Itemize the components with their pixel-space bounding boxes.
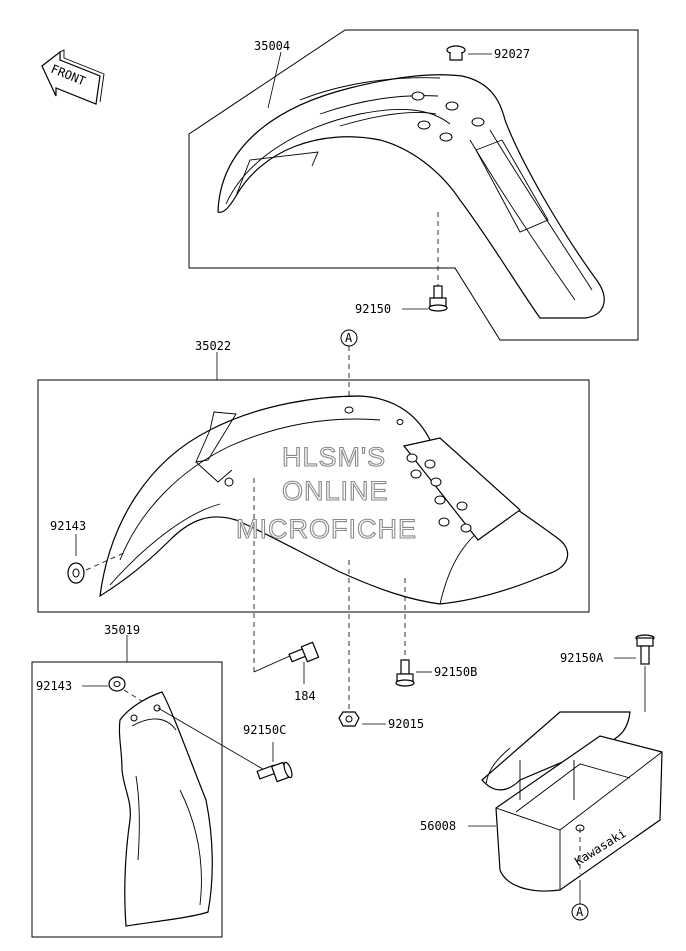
part-label-56008: 56008	[420, 819, 456, 833]
svg-text:HLSM'S: HLSM'S	[282, 442, 386, 472]
front-fender-group: A 35022 92143	[37, 329, 590, 712]
tool-case-part	[495, 735, 663, 892]
part-label-92150: 92150	[355, 302, 391, 316]
part-label-184: 184	[294, 689, 316, 703]
svg-text:A: A	[576, 905, 584, 919]
washer-icon	[108, 676, 126, 692]
bolt-icon	[428, 285, 448, 312]
rear-fender-group: 35004 92027 92150	[188, 29, 639, 341]
side-cover-box	[31, 661, 223, 938]
svg-text:A: A	[345, 331, 353, 345]
ref-marker-a-top: A	[340, 329, 358, 347]
nut-icon	[338, 711, 360, 727]
rear-fender-part	[217, 74, 605, 319]
part-label-92150A: 92150A	[560, 651, 604, 665]
bolt-icon	[395, 659, 415, 687]
front-fender-box	[37, 379, 590, 613]
side-cover-group: 35019 92143 92150C	[31, 623, 293, 938]
washer-icon	[67, 562, 85, 584]
part-label-35004: 35004	[254, 39, 290, 53]
svg-text:MICROFICHE: MICROFICHE	[236, 514, 417, 544]
part-label-92150C: 92150C	[243, 723, 286, 737]
part-label-35019: 35019	[104, 623, 140, 637]
bolt-icon	[256, 761, 293, 783]
tool-case-group: 92150A Kawasaki 56008 A	[420, 634, 663, 921]
ref-marker-a-bottom: A	[571, 903, 589, 921]
front-fender-part	[99, 395, 569, 605]
part-label-92150B: 92150B	[434, 665, 477, 679]
front-arrow-icon: FRONT	[41, 49, 105, 105]
side-cover-part	[118, 691, 213, 927]
screw-icon	[253, 641, 320, 684]
part-label-92143-front: 92143	[50, 519, 86, 533]
watermark: HLSM'S ONLINE MICROFICHE	[235, 441, 417, 544]
part-label-92143-side: 92143	[36, 679, 72, 693]
part-label-92015: 92015	[388, 717, 424, 731]
bolt-icon	[635, 634, 655, 665]
part-label-92027: 92027	[494, 47, 530, 61]
rear-fender-box	[188, 29, 639, 341]
grommet-icon	[446, 45, 466, 61]
svg-text:ONLINE: ONLINE	[282, 476, 389, 506]
part-label-35022: 35022	[195, 339, 231, 353]
